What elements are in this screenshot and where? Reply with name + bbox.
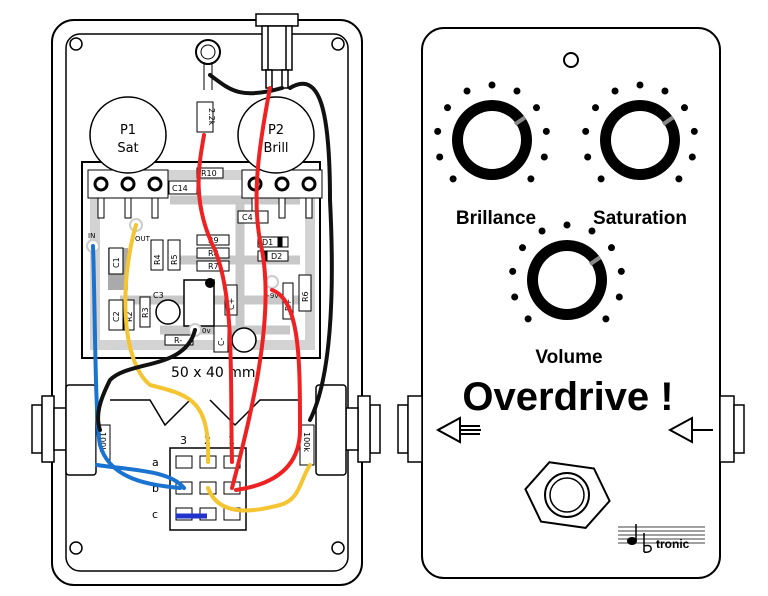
row-c: c <box>152 508 158 521</box>
wire-black <box>96 328 197 432</box>
jack-resistor-right: 100k <box>302 432 311 452</box>
wire-red <box>234 288 303 492</box>
c2: C2 <box>112 311 121 322</box>
knob-saturation[interactable] <box>582 81 698 183</box>
row-a: a <box>152 456 159 469</box>
led-resistor-label: 2.2k <box>207 108 216 126</box>
jacks-inside <box>31 384 381 476</box>
knobs <box>434 81 698 323</box>
knob-label-volume: Volume <box>535 347 602 368</box>
jacks-outside <box>397 395 745 463</box>
c1: C1 <box>112 257 121 268</box>
led <box>195 39 221 90</box>
pot-p2-label: Brill <box>263 141 288 156</box>
led-resistor: 2.2k <box>196 101 216 133</box>
cplus: C+ <box>227 298 236 310</box>
c14: C14 <box>172 184 188 193</box>
wire-red <box>196 133 234 464</box>
wire-yellow <box>123 223 211 464</box>
footswitch-button[interactable] <box>521 459 614 530</box>
r3: R3 <box>141 307 150 318</box>
r9: R9 <box>208 236 219 245</box>
pot-p2-name: P2 <box>268 123 284 138</box>
knob-label-saturation: Saturation <box>593 208 687 229</box>
jack-resistors: 100k 100k <box>95 424 315 466</box>
r8: R8 <box>208 249 219 258</box>
logo-text: tronic <box>656 537 690 551</box>
jack-resistor-left: 100k <box>98 432 107 452</box>
wire-yellow <box>206 463 312 513</box>
mount-holes <box>69 37 345 555</box>
r10: R10 <box>201 169 217 178</box>
r6: R6 <box>301 291 310 302</box>
rminus: R- <box>174 336 182 345</box>
wire-blue <box>91 244 182 490</box>
pad-in: IN <box>88 232 95 240</box>
cminus: C- <box>217 337 226 346</box>
r4: R4 <box>153 254 162 265</box>
front-panel: Brillance Saturation Volume Overdrive ! … <box>397 27 745 579</box>
pcb-components: R10 C14 C4 R4 R5 R9 R8 R7 D1 D2 C1 C2 R2… <box>108 167 312 353</box>
pedal-title: Overdrive ! <box>462 375 673 419</box>
wire-red <box>230 86 272 490</box>
r7: R7 <box>208 262 219 271</box>
tronic-logo: tronic <box>618 524 705 553</box>
knob-label-brillance: Brillance <box>456 208 536 229</box>
row-b: b <box>152 482 159 495</box>
c4: C4 <box>242 213 253 222</box>
led-hole <box>563 52 579 68</box>
dc-jack <box>255 13 299 89</box>
pad-0v: 0v <box>202 327 211 335</box>
pot-p1-name: P1 <box>120 123 136 138</box>
pot-p1-label: Sat <box>117 141 138 156</box>
pcb-pads: IN OUT +9v 0v <box>86 218 279 337</box>
pot-p1: P1 Sat <box>87 96 169 219</box>
d1: D1 <box>262 238 273 247</box>
c3: C3 <box>153 291 164 300</box>
wire-blue <box>95 463 186 490</box>
knob-brillance[interactable] <box>434 81 550 183</box>
pcb-size-label: 50 x 40 mm <box>171 365 256 381</box>
col-3: 3 <box>180 434 187 447</box>
r5: R5 <box>170 254 179 265</box>
wires <box>91 73 334 513</box>
d2: D2 <box>271 252 282 261</box>
pad-out: OUT <box>135 235 151 243</box>
pad-9v: +9v <box>264 292 278 300</box>
pot-p2: P2 Brill <box>237 96 323 219</box>
knob-volume[interactable] <box>509 221 625 323</box>
r2: R2 <box>125 311 134 322</box>
